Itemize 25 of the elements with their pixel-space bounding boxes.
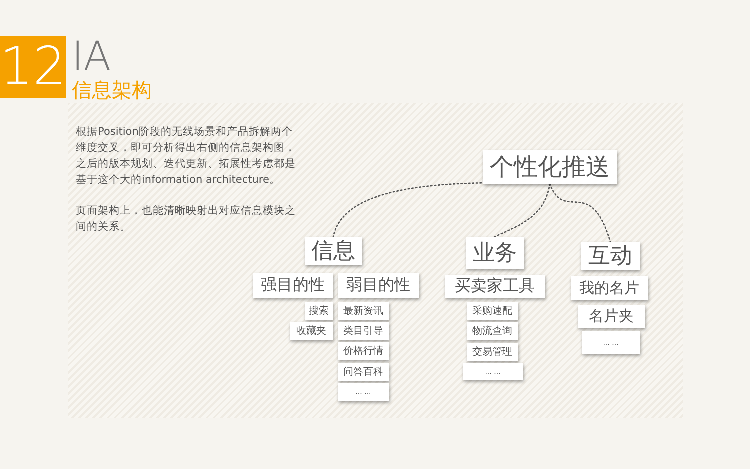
item-card: 物流查询	[467, 322, 518, 340]
category-card: 信息	[305, 237, 362, 265]
subheading: 信息架构	[72, 78, 152, 102]
subcategory-card: 名片夹	[578, 305, 645, 328]
dotted-connector	[549, 183, 612, 243]
item-card: 收藏夹	[290, 322, 333, 340]
root-card: 个性化推送	[483, 150, 617, 184]
category-card: 业务	[466, 237, 524, 269]
paragraph: 页面架构上，也能清晰映射出对应信息模块之间的关系。	[76, 204, 297, 235]
subcategory-card: 弱目的性	[338, 273, 419, 298]
item-card: 交易管理	[467, 343, 518, 361]
heading: IA	[72, 34, 112, 80]
item-card: 价格行情	[338, 342, 389, 360]
subcategory-card: 买卖家工具	[445, 275, 545, 298]
item-card: 类目引导	[338, 322, 389, 340]
item-card: 搜索	[305, 302, 333, 320]
item-card: 问答百科	[338, 363, 389, 381]
item-card: 采购速配	[467, 302, 518, 320]
subcategory-card: 强目的性	[253, 273, 333, 298]
category-card: 互动	[581, 242, 640, 270]
item-card: 最新资讯	[338, 302, 389, 320]
number-badge: 12	[0, 36, 66, 98]
dotted-connector	[494, 183, 551, 238]
paragraph: 根据Position阶段的无线场景和产品拆解两个维度交叉，即可分析得出右侧的信息架构图，之后的版本规划、迭代更新、拓展性考虑都是基于这个大的information architecture。	[76, 125, 297, 188]
subcategory-card: 我的名片	[571, 276, 648, 300]
